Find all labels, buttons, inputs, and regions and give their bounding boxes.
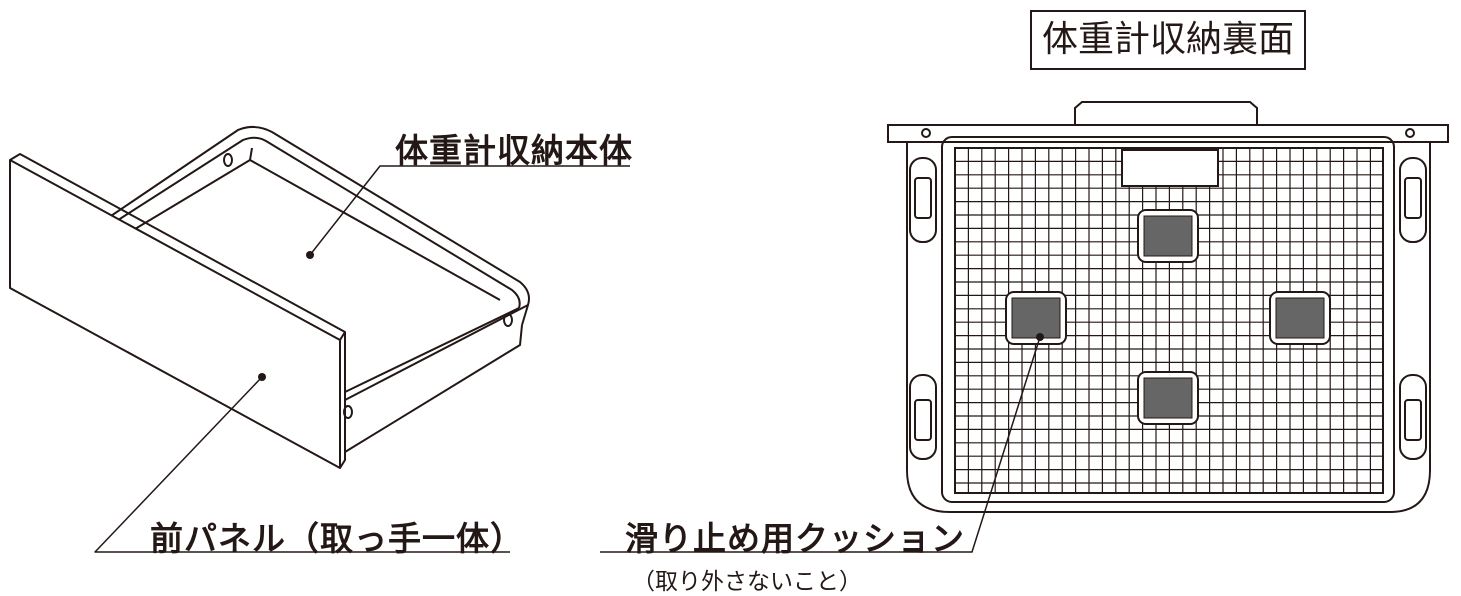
front-panel-label: 前パネル（取っ手一体） [150,519,524,558]
cushion-pads [1005,209,1331,425]
main-body-label: 体重計収納本体 [395,131,633,170]
cushion-label: 滑り止め用クッション [625,519,965,558]
underside-title: 体重計収納裏面 [1030,10,1306,70]
cushion-note: （取り外さないこと） [632,569,862,595]
drawer-illustration [9,126,630,553]
